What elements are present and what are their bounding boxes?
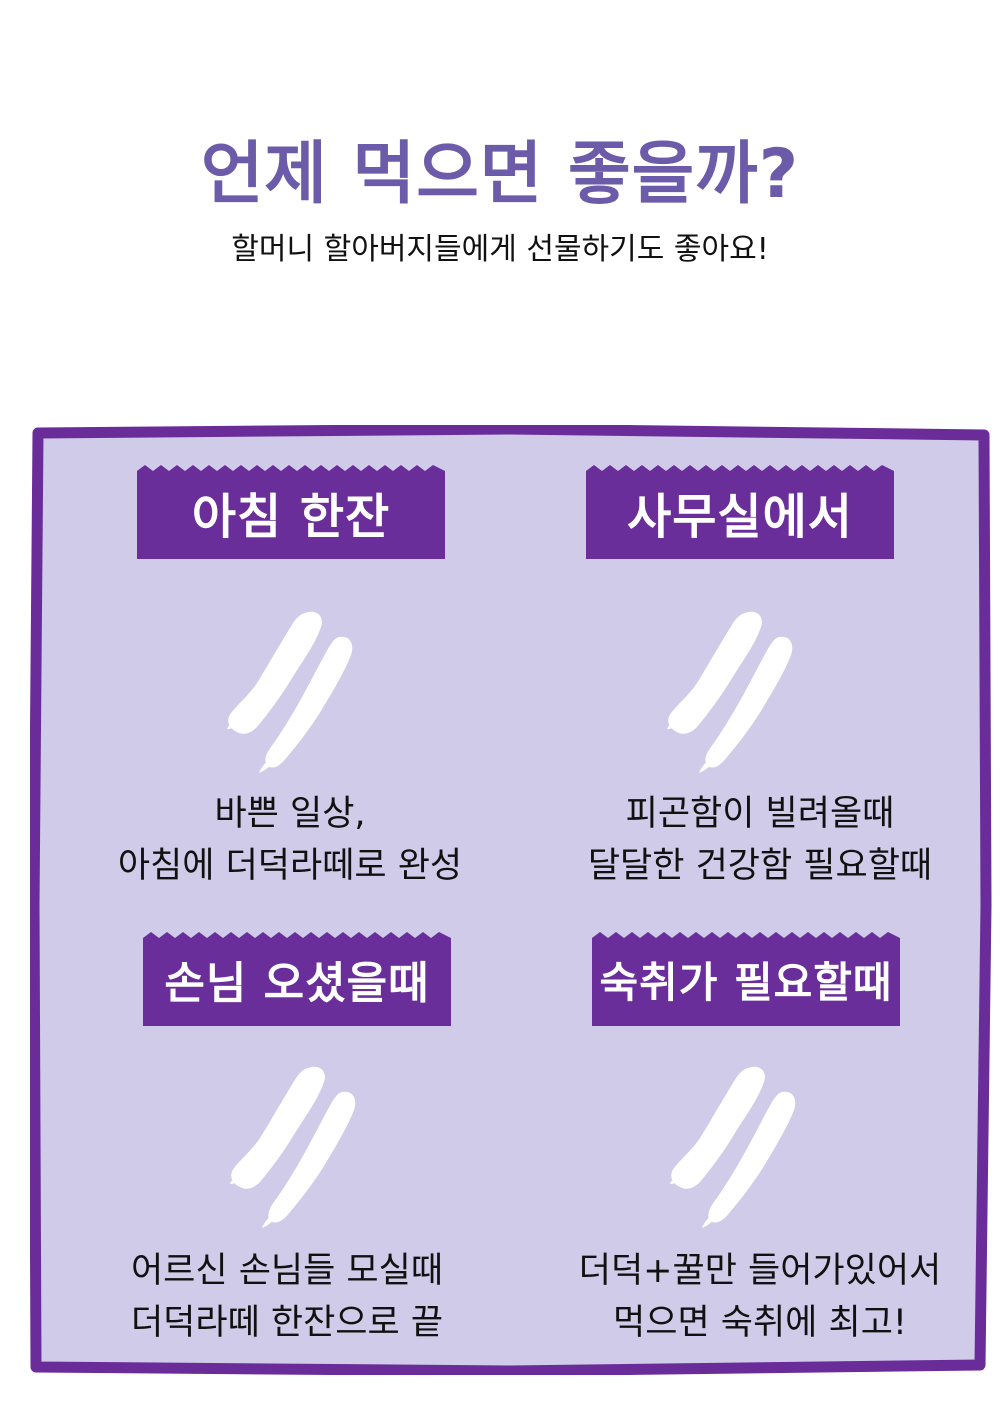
desc-line: 먹으면 숙취에 최고! [613,1303,907,1343]
card-label: 손님 오셨을때 [164,958,430,1009]
card-office: 사무실에서 [586,465,894,559]
desc-line: 아침에 더덕라떼로 완성 [117,846,463,886]
card-banner: 아침 한잔 [137,465,445,559]
desc-line: 더덕라떼 한잔으로 끝 [130,1303,444,1343]
deodeok-root-icon [670,1066,796,1228]
desc-line: 더덕+꿀만 들어가있어서 [578,1251,942,1291]
page-subtitle: 할머니 할아버지들에게 선물하기도 좋아요! [231,232,769,267]
desc-line: 바쁜 일상, [214,794,366,834]
card-guests: 손님 오셨을때 [143,932,451,1026]
card-label: 숙취가 필요할때 [599,957,893,1007]
desc-line: 피곤함이 빌려올때 [625,794,895,834]
board-frame [30,425,992,1375]
desc-line: 달달한 건강함 필요할때 [587,846,933,886]
deodeok-root-icon [227,611,353,773]
card-banner: 사무실에서 [586,465,894,559]
card-hangover: 숙취가 필요할때 [592,932,900,1026]
deodeok-root-icon [667,611,793,773]
card-morning: 아침 한잔 [137,465,445,559]
card-banner: 숙취가 필요할때 [592,932,900,1026]
card-banner: 손님 오셨을때 [143,932,451,1026]
deodeok-root-icon [230,1066,356,1228]
desc-line: 어르신 손님들 모실때 [130,1251,444,1291]
page-title: 언제 먹으면 좋을까? [200,135,800,214]
card-label: 사무실에서 [627,489,853,545]
card-label: 아침 한잔 [191,489,391,545]
